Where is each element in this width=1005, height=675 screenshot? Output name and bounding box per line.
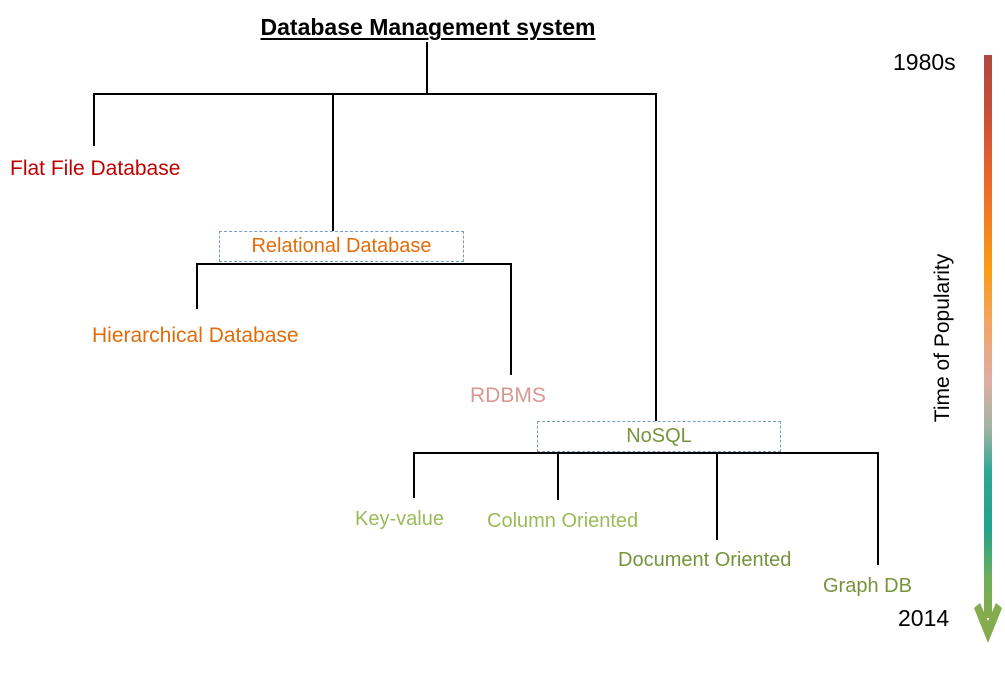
node-document-oriented: Document Oriented [618,549,792,571]
diagram-title: Database Management system [260,14,596,40]
connector-column-down [557,452,559,500]
connector-nosql-children-horizontal [413,452,879,454]
connector-title-down [426,42,428,93]
connector-relational-down [332,93,334,232]
connector-flatfile-down [93,93,95,146]
node-nosql-label: NoSQL [626,425,692,447]
node-relational-database-label: Relational Database [251,235,432,257]
connector-relational-children-horizontal [196,263,512,265]
node-rdbms: RDBMS [470,384,546,407]
node-graph-db: Graph DB [823,575,912,597]
timeline-arrowhead-icon [974,603,1002,643]
node-hierarchical-database: Hierarchical Database [92,324,299,347]
connector-rdbms-down [510,263,512,375]
timeline-arrow-shaft [984,55,992,618]
connector-graphdb-down [877,452,879,565]
connector-nosql-down [655,93,657,422]
connector-document-down [716,452,718,540]
node-flat-file-database: Flat File Database [10,157,181,180]
timeline-axis-label: Time of Popularity [931,253,954,423]
connector-hierarchical-down [196,263,198,309]
connector-level1-horizontal [93,93,657,95]
node-nosql: NoSQL [537,421,781,452]
node-column-oriented: Column Oriented [487,510,639,532]
connector-keyvalue-down [413,452,415,498]
node-key-value: Key-value [355,508,444,530]
timeline-start-year: 1980s [893,49,956,75]
node-relational-database: Relational Database [219,231,464,262]
timeline-end-year: 2014 [898,605,950,631]
